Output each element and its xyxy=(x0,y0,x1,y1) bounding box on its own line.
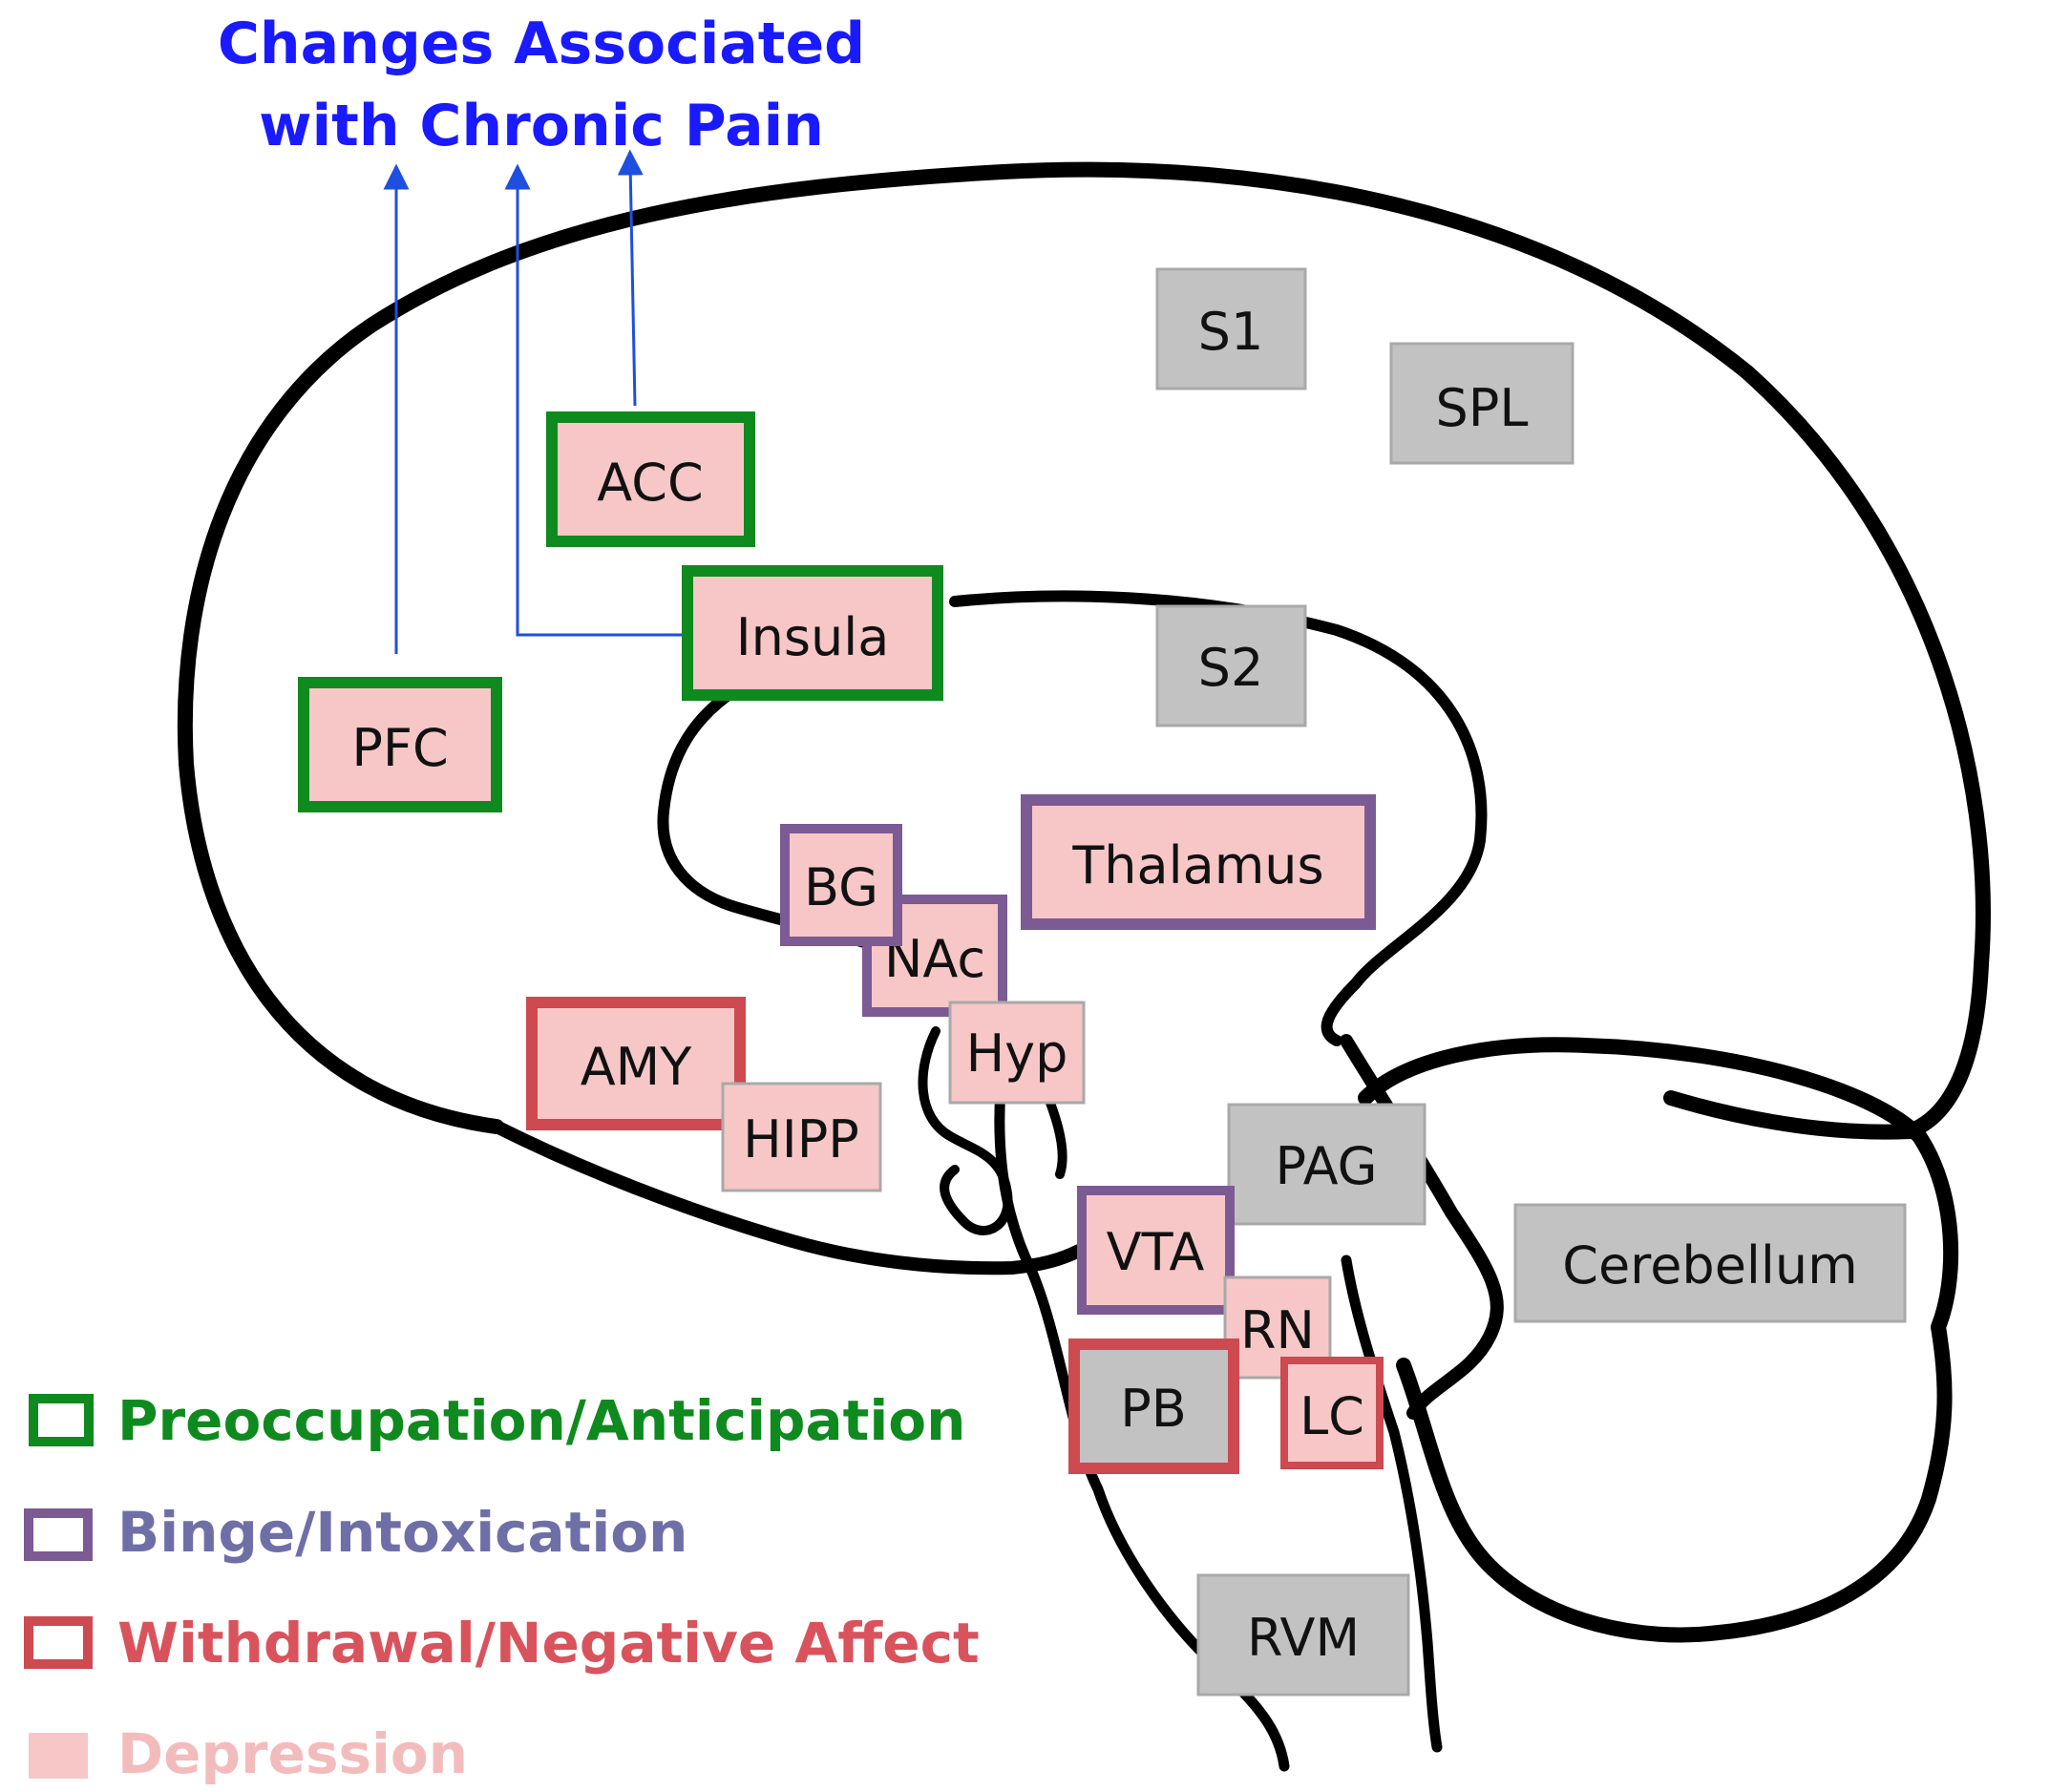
diagram-title-line2: with Chronic Pain xyxy=(259,93,824,159)
region-RN-label: RN xyxy=(1240,1300,1315,1360)
region-PB-label: PB xyxy=(1120,1379,1187,1439)
brain-cortex-outline xyxy=(177,161,1991,1140)
region-S1-label: S1 xyxy=(1198,302,1264,362)
region-HIPP-label: HIPP xyxy=(743,1109,859,1170)
region-PAG-label: PAG xyxy=(1276,1136,1378,1196)
region-BG: BG xyxy=(780,824,902,946)
brainstem-outline-right xyxy=(1341,1254,1443,1753)
region-RVM: RVM xyxy=(1196,1573,1410,1697)
region-S1: S1 xyxy=(1155,267,1307,390)
legend-item-binge: Binge/Intoxication xyxy=(24,1500,687,1565)
region-Cerebellum: Cerebellum xyxy=(1513,1203,1907,1323)
legend: Preoccupation/Anticipation Binge/Intoxic… xyxy=(24,1388,980,1786)
region-LC-label: LC xyxy=(1300,1386,1364,1446)
region-PB: PB xyxy=(1068,1339,1239,1474)
region-RVM-label: RVM xyxy=(1247,1608,1360,1668)
legend-label-withdrawal: Withdrawal/Negative Affect xyxy=(117,1611,980,1676)
region-ACC-label: ACC xyxy=(597,453,703,513)
legend-label-depression: Depression xyxy=(117,1721,468,1786)
region-BG-label: BG xyxy=(804,857,878,917)
region-PFC-label: PFC xyxy=(351,718,448,778)
region-VTA-label: VTA xyxy=(1107,1222,1205,1282)
region-S2-label: S2 xyxy=(1198,638,1264,698)
region-Insula-label: Insula xyxy=(736,607,890,667)
arrow-acc xyxy=(617,149,644,407)
region-Hyp: Hyp xyxy=(948,1001,1086,1105)
diagram-title-line1: Changes Associated xyxy=(218,11,865,77)
legend-item-depression: Depression xyxy=(29,1721,468,1786)
legend-label-binge: Binge/Intoxication xyxy=(117,1500,687,1565)
region-PAG: PAG xyxy=(1227,1103,1426,1226)
legend-item-preoccupation: Preoccupation/Anticipation xyxy=(29,1388,965,1453)
region-S2: S2 xyxy=(1155,604,1307,727)
region-SPL: SPL xyxy=(1389,342,1574,465)
region-ACC: ACC xyxy=(546,411,755,547)
region-VTA: VTA xyxy=(1077,1186,1235,1315)
legend-item-withdrawal: Withdrawal/Negative Affect xyxy=(24,1611,980,1676)
region-Thalamus-label: Thalamus xyxy=(1071,835,1323,896)
region-Hyp-label: Hyp xyxy=(966,1023,1068,1084)
region-Thalamus: Thalamus xyxy=(1021,794,1376,930)
region-AMY-label: AMY xyxy=(581,1037,693,1097)
region-AMY: AMY xyxy=(526,997,746,1130)
legend-label-preoccupation: Preoccupation/Anticipation xyxy=(117,1388,965,1453)
region-LC: LC xyxy=(1280,1357,1384,1469)
arrow-insula xyxy=(504,163,687,637)
region-Cerebellum-label: Cerebellum xyxy=(1562,1235,1858,1296)
region-PFC: PFC xyxy=(298,677,502,812)
cerebellum-outline xyxy=(1358,1037,1959,1643)
region-HIPP: HIPP xyxy=(721,1082,882,1192)
region-Insula: Insula xyxy=(682,565,943,701)
region-SPL-label: SPL xyxy=(1436,378,1529,438)
